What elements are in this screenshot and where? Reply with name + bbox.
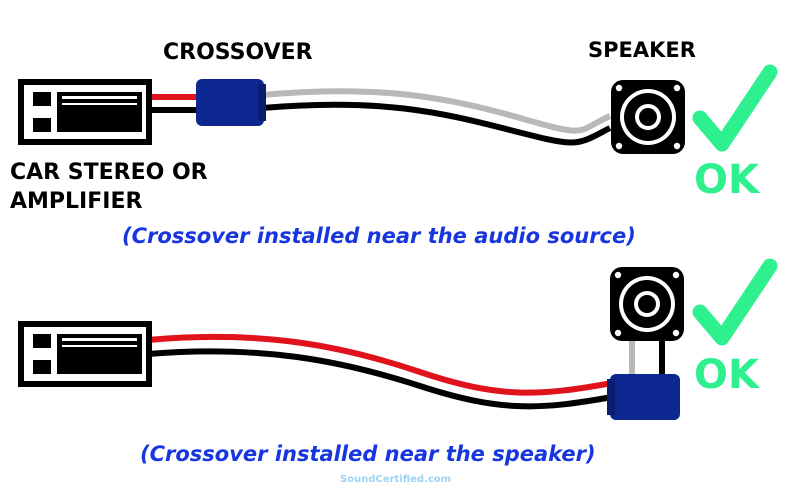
check-mark-icon: [692, 64, 778, 152]
car-stereo-icon: [18, 79, 152, 145]
speaker-icon: [611, 80, 685, 154]
bottom-ok-status: OK: [694, 352, 759, 398]
bottom-red-wire: [147, 333, 613, 396]
bottom-crossover: [607, 374, 680, 420]
crossover-cap-right: [258, 84, 266, 121]
top-wires: [148, 88, 612, 146]
bottom-wires: [147, 333, 665, 410]
crossover-box: [196, 79, 264, 126]
top-ok-status: OK: [694, 157, 759, 203]
bottom-stereo: [18, 321, 152, 387]
crossover-label: CROSSOVER: [163, 40, 313, 65]
bottom-caption: (Crossover installed near the speaker): [140, 442, 596, 466]
bottom-black-wire: [147, 348, 613, 410]
speaker-icon: [610, 267, 684, 341]
top-crossover: [196, 79, 266, 126]
crossover-box: [610, 374, 680, 420]
bottom-speaker: [610, 267, 684, 341]
top-black-wire: [261, 101, 612, 146]
crossover-cap-left: [607, 379, 615, 415]
source-label-line1: CAR STEREO OR: [10, 160, 208, 185]
top-speaker: [611, 80, 685, 154]
top-caption: (Crossover installed near the audio sour…: [122, 224, 636, 248]
source-label-line2: AMPLIFIER: [10, 189, 143, 214]
speaker-label: SPEAKER: [588, 38, 696, 62]
watermark: SoundCertified.com: [340, 474, 452, 485]
top-stereo: [18, 79, 152, 145]
car-stereo-icon: [18, 321, 152, 387]
check-mark-icon: [692, 258, 778, 346]
top-gray-wire: [261, 88, 612, 134]
